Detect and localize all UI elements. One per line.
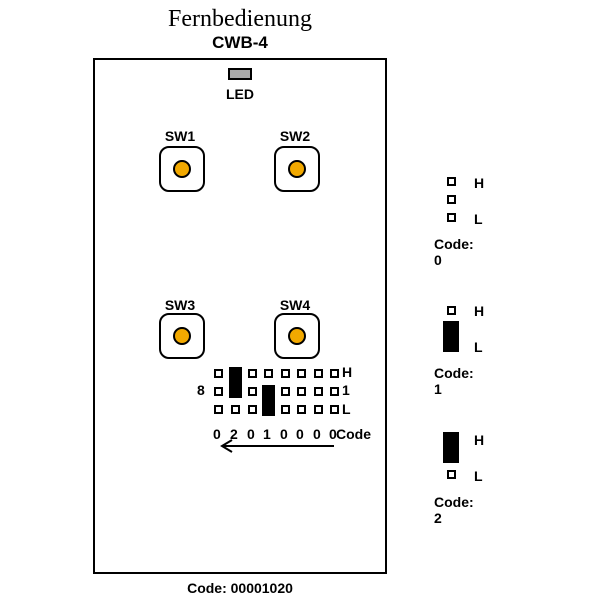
dip-row-label-l: L bbox=[342, 401, 351, 417]
legend2-high: H bbox=[474, 432, 485, 448]
sw2-button bbox=[274, 146, 320, 192]
dip-pad-col5-row2 bbox=[281, 387, 290, 396]
legend1-pad-h bbox=[447, 306, 456, 315]
dip-pad-col3-row3 bbox=[248, 405, 257, 414]
sw1-button bbox=[159, 146, 205, 192]
legend1-high: H bbox=[474, 303, 485, 319]
legend0-pad-l bbox=[447, 213, 456, 222]
dip-pad-col3-row1 bbox=[248, 369, 257, 378]
legend0-pad-h bbox=[447, 177, 456, 186]
dip-pad-col7-row2 bbox=[314, 387, 323, 396]
dip-pad-col6-row2 bbox=[297, 387, 306, 396]
sw4-button-cap bbox=[288, 327, 306, 345]
dip-pad-col1-row1 bbox=[214, 369, 223, 378]
led-label: LED bbox=[226, 86, 254, 102]
legend0-code-label: Code: 0 bbox=[434, 236, 474, 268]
sw3-button-cap bbox=[173, 327, 191, 345]
dip-pad-col8-row2 bbox=[330, 387, 339, 396]
legend2-low: L bbox=[474, 468, 483, 484]
dip-jumper-col4 bbox=[262, 385, 275, 416]
dip-pad-col6-row3 bbox=[297, 405, 306, 414]
legend2-pad-l bbox=[447, 470, 456, 479]
sw3-label: SW3 bbox=[164, 297, 196, 313]
diagram-title: Fernbedienung bbox=[168, 6, 312, 32]
dip-row-label-h: H bbox=[342, 364, 353, 380]
dip-digit-col4: 1 bbox=[263, 426, 271, 442]
dip-digit-col2: 2 bbox=[230, 426, 238, 442]
legend1-low: L bbox=[474, 339, 483, 355]
dip-pad-col3-row2 bbox=[248, 387, 257, 396]
sw3-button bbox=[159, 313, 205, 359]
dip-jumper-col2 bbox=[229, 367, 242, 398]
remote-body bbox=[93, 58, 387, 574]
dip-digit-col5: 0 bbox=[280, 426, 288, 442]
model-name: CWB-4 bbox=[212, 33, 268, 52]
dip-digit-col6: 0 bbox=[296, 426, 304, 442]
sw4-button bbox=[274, 313, 320, 359]
dip-pad-col7-row1 bbox=[314, 369, 323, 378]
sw2-button-cap bbox=[288, 160, 306, 178]
dip-digit-col1: 0 bbox=[213, 426, 221, 442]
sw1-button-cap bbox=[173, 160, 191, 178]
dip-pad-col1-row2 bbox=[214, 387, 223, 396]
legend1-jumper bbox=[443, 321, 459, 352]
dip-digit-col8: 0 bbox=[329, 426, 337, 442]
legend1-code-label: Code: 1 bbox=[434, 365, 474, 397]
dip-pad-col5-row3 bbox=[281, 405, 290, 414]
dip-pad-col6-row1 bbox=[297, 369, 306, 378]
dip-pad-col7-row3 bbox=[314, 405, 323, 414]
legend0-high: H bbox=[474, 175, 485, 191]
dip-left-label: 8 bbox=[197, 382, 205, 398]
dip-code-word: Code bbox=[336, 426, 371, 442]
footer-code: Code: 00001020 bbox=[187, 580, 293, 596]
sw1-label: SW1 bbox=[164, 128, 196, 144]
legend2-code-label: Code: 2 bbox=[434, 494, 474, 526]
sw4-label: SW4 bbox=[279, 297, 311, 313]
legend2-jumper bbox=[443, 432, 459, 463]
legend0-low: L bbox=[474, 211, 483, 227]
dip-row-label-1: 1 bbox=[342, 382, 350, 398]
dip-pad-col8-row3 bbox=[330, 405, 339, 414]
dip-pad-col5-row1 bbox=[281, 369, 290, 378]
led-indicator bbox=[228, 68, 252, 80]
dip-pad-col4-row1 bbox=[264, 369, 273, 378]
dip-digit-col3: 0 bbox=[247, 426, 255, 442]
legend0-pad-mid bbox=[447, 195, 456, 204]
dip-digit-col7: 0 bbox=[313, 426, 321, 442]
dip-pad-col1-row3 bbox=[214, 405, 223, 414]
sw2-label: SW2 bbox=[279, 128, 311, 144]
dip-pad-col2-row3 bbox=[231, 405, 240, 414]
dip-pad-col8-row1 bbox=[330, 369, 339, 378]
